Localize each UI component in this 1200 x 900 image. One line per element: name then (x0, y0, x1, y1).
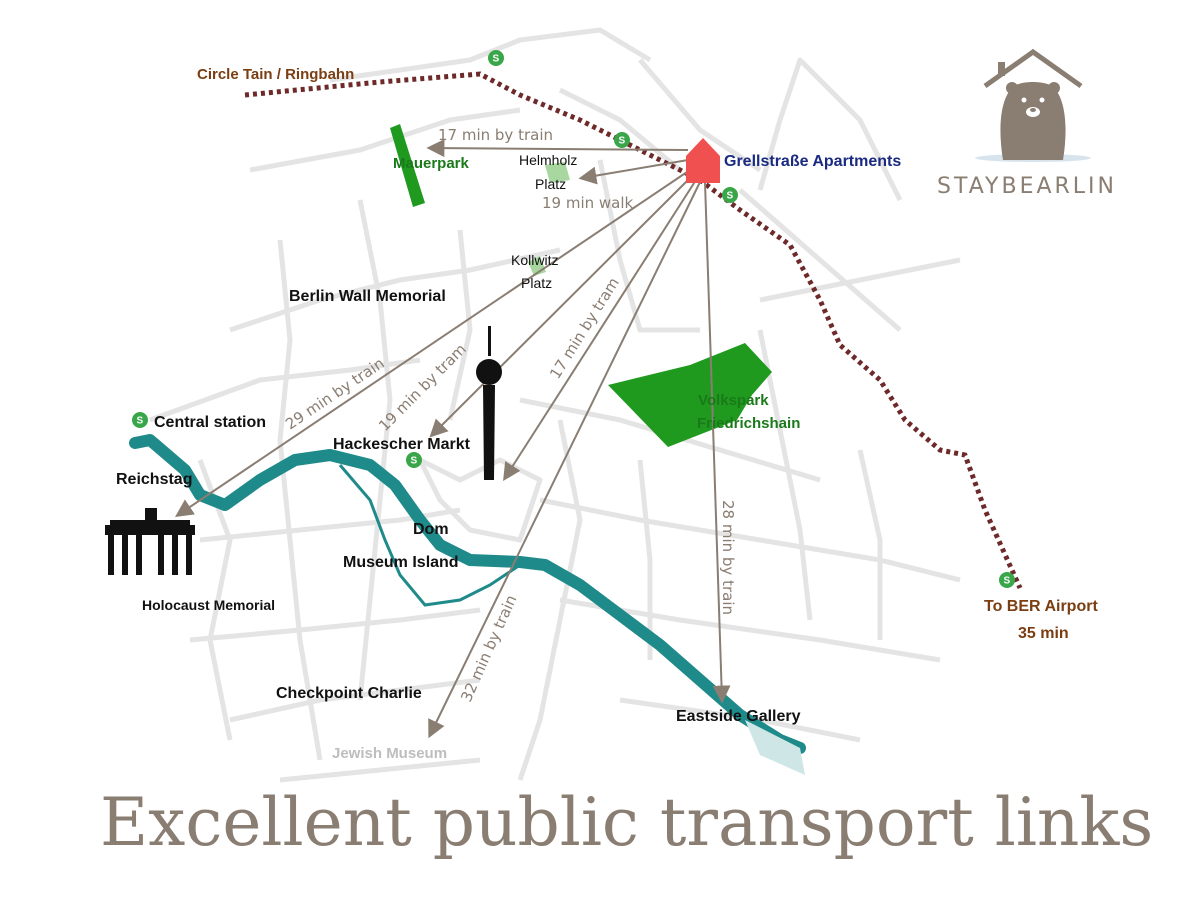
page-headline: Excellent public transport links (100, 784, 1153, 861)
berlin-wall-memorial-label: Berlin Wall Memorial (289, 288, 446, 305)
sbahn-markers: S S S S S S (132, 50, 1015, 588)
route-arrow-brandenburg (175, 169, 691, 518)
holocaust-memorial-label: Holocaust Memorial (142, 597, 275, 613)
svg-text:S: S (727, 191, 734, 202)
river-fade-end (745, 720, 805, 775)
sbahn-icon: S (406, 452, 422, 468)
svg-text:S: S (137, 416, 144, 427)
jewish-museum-label: Jewish Museum (332, 745, 447, 762)
route-label-jewish-museum: 32 min by train (457, 592, 520, 704)
route-label-helmholz: 19 min walk (542, 194, 634, 212)
checkpoint-charlie-label: Checkpoint Charlie (276, 685, 422, 702)
route-label-alexanderplatz: 17 min by tram (546, 274, 623, 382)
dom-label: Dom (413, 521, 449, 538)
volkspark-label: Volkspark (698, 392, 769, 409)
hackescher-markt-label: Hackescher Markt (333, 436, 471, 453)
ringbahn-label: Circle Tain / Ringbahn (197, 66, 354, 83)
route-arrow-hackescher (429, 175, 693, 438)
mauerpark-label: Mauerpark (393, 155, 470, 172)
svg-text:S: S (493, 54, 500, 65)
reichstag-label: Reichstag (116, 471, 192, 488)
route-arrows (175, 139, 731, 739)
brandenburg-gate-icon (105, 508, 195, 575)
street-network (149, 27, 961, 783)
sbahn-icon: S (614, 132, 630, 148)
river-island-arm (338, 464, 521, 607)
river-main (129, 434, 806, 754)
spree-river (129, 434, 806, 775)
friedrichshain-label: Friedrichshain (697, 415, 800, 432)
svg-text:S: S (411, 456, 418, 467)
mauerpark-area (390, 124, 425, 207)
route-arrow-mauerpark (426, 139, 689, 158)
route-arrow-eastside (704, 181, 731, 704)
eastside-gallery-label: Eastside Gallery (676, 708, 801, 725)
house-icon (686, 138, 720, 183)
route-label-brandenburg: 29 min by train (282, 354, 387, 433)
brand-name: STAYBEARLIN (937, 174, 1117, 199)
kollwitz-label: Kollwitz (511, 252, 558, 268)
route-label-mauerpark: 17 min by train (438, 126, 553, 144)
volkspark-area (608, 343, 772, 447)
ringbahn-line (244, 71, 1023, 590)
museum-island-label: Museum Island (343, 554, 459, 571)
airport-label: To BER Airport (984, 598, 1098, 615)
route-label-eastside: 28 min by train (719, 500, 737, 615)
route-arrow-alexanderplatz (503, 179, 697, 482)
airport-time: 35 min (1018, 625, 1069, 642)
helmholz-platz-label: Platz (535, 176, 566, 192)
sbahn-icon: S (488, 50, 504, 66)
svg-text:S: S (1004, 576, 1011, 587)
kollwitz-platz-label: Platz (521, 275, 552, 291)
sbahn-icon: S (722, 187, 738, 203)
central-station-label: Central station (154, 414, 266, 431)
route-arrow-helmholz (578, 159, 689, 185)
tv-tower-icon (476, 326, 502, 480)
helmholz-platz-area (545, 162, 570, 183)
sbahn-icon: S (132, 412, 148, 428)
helmholz-label: Helmholz (519, 152, 577, 168)
bear-house-icon (975, 48, 1091, 162)
route-arrow-jewish-museum (428, 181, 701, 739)
sbahn-icon: S (999, 572, 1015, 588)
apartment-label: Grellstraße Apartments (724, 153, 901, 170)
svg-text:S: S (619, 136, 626, 147)
